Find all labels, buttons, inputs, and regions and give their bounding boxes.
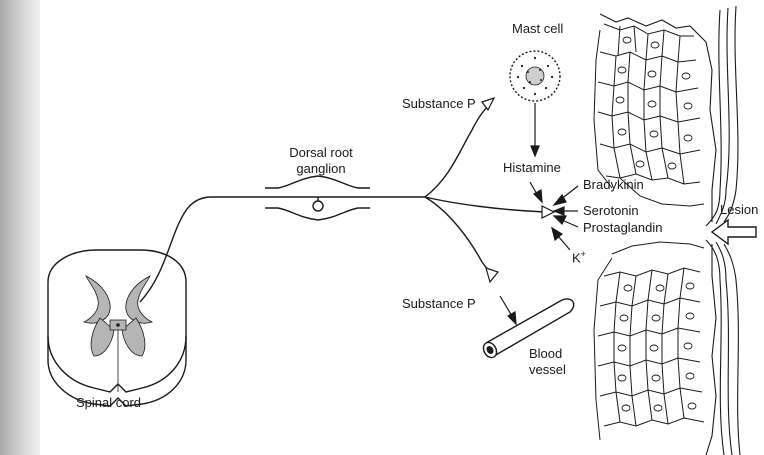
epithelial-cells-lower: [594, 242, 704, 440]
spinal-cord: [48, 250, 186, 406]
histamine-label: Histamine: [503, 160, 561, 175]
mast-cell-label: Mast cell: [512, 21, 563, 36]
afferent-fiber: [140, 104, 545, 302]
nerve-ending-top: [482, 98, 494, 110]
substance-p-bottom-label: Substance P: [402, 296, 476, 311]
substance-p-top-label: Substance P: [402, 96, 476, 111]
spinal-cord-label: Spinal cord: [76, 395, 141, 410]
mast-cell: [510, 51, 560, 101]
potassium-symbol: K: [572, 250, 581, 265]
potassium-charge: +: [581, 249, 586, 259]
dorsal-root-ganglion-label-line2: ganglion: [276, 161, 366, 176]
nerve-ending-middle: [542, 206, 554, 218]
mediator-arrows: [500, 103, 578, 324]
lesion-label: Lesion: [720, 202, 758, 217]
bradykinin-label: Bradykinin: [583, 177, 644, 192]
potassium-label: K+: [572, 247, 586, 265]
dorsal-root-ganglion: [265, 176, 370, 220]
dorsal-root-ganglion-label-line1: Dorsal root: [276, 145, 366, 160]
prostaglandin-label: Prostaglandin: [583, 220, 663, 235]
blood-vessel-label-line1: Blood: [529, 346, 562, 361]
serotonin-label: Serotonin: [583, 203, 639, 218]
blood-vessel-label-line2: vessel: [529, 362, 566, 377]
nerve-endings: [482, 98, 554, 282]
nerve-ending-bottom: [486, 268, 498, 282]
lesion-arrow-icon: [712, 220, 756, 244]
